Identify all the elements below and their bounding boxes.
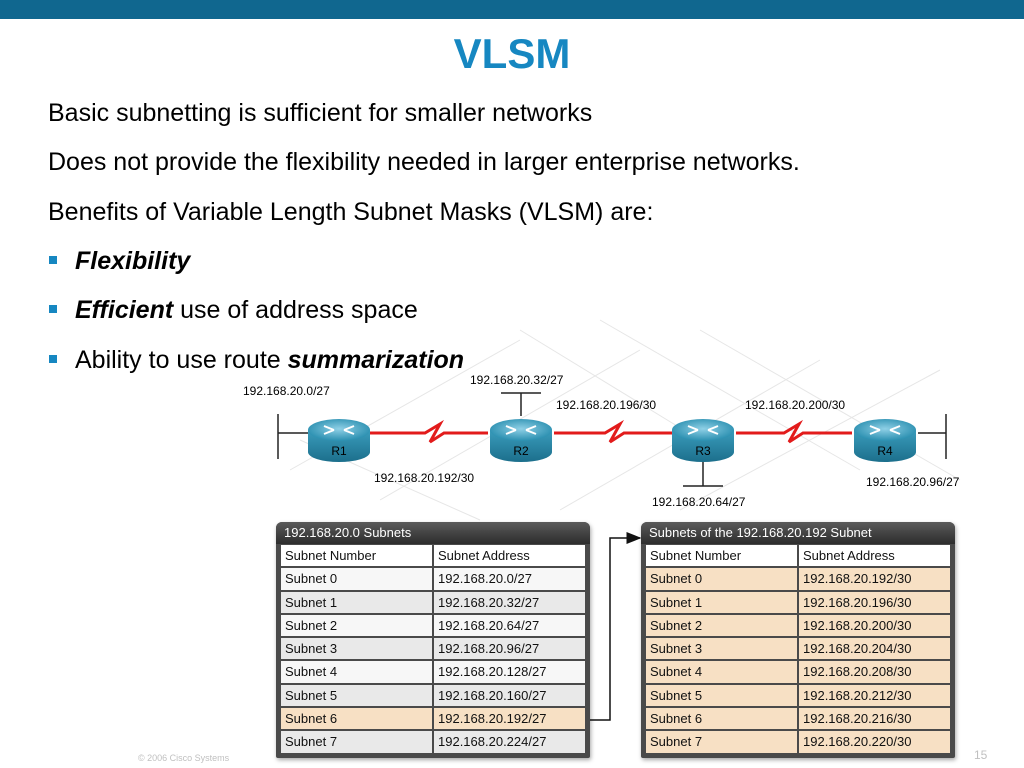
left-subnet-table: 192.168.20.0 Subnets Subnet Number Subne… (276, 522, 590, 758)
subnet-number: Subnet 5 (280, 683, 433, 708)
subnet-number: Subnet 6 (280, 707, 433, 731)
table-row: Subnet 1 192.168.20.32/27 (280, 590, 586, 614)
subnet-address: 192.168.20.224/27 (433, 730, 586, 754)
table-row: Subnet 3 192.168.20.204/30 (645, 637, 951, 661)
body-line-3: Benefits of Variable Length Subnet Masks… (48, 198, 654, 226)
subnet-number: Subnet 2 (280, 613, 433, 638)
bullet-text: use of address space (173, 296, 418, 324)
router-label-r4: R4 (877, 444, 893, 458)
bullet-emphasis: Efficient (75, 296, 174, 324)
bullet-emphasis: summarization (287, 346, 465, 374)
subnet-address: 192.168.20.196/30 (798, 590, 951, 614)
table-row: Subnet 4 192.168.20.208/30 (645, 660, 951, 684)
label-r4-lan: 192.168.20.96/27 (866, 475, 960, 489)
subnet-expansion-arrow (584, 532, 642, 721)
subnet-address: 192.168.20.192/27 (433, 707, 586, 731)
bullet-square-icon (49, 305, 57, 313)
table-row: Subnet 4 192.168.20.128/27 (280, 660, 586, 684)
table-row: Subnet 2 192.168.20.200/30 (645, 613, 951, 638)
table-row-highlighted: Subnet 6 192.168.20.192/27 (280, 707, 586, 731)
subnet-address: 192.168.20.204/30 (798, 637, 951, 661)
top-banner (0, 0, 1024, 19)
table-row: Subnet 7 192.168.20.224/27 (280, 730, 586, 754)
subnet-address: 192.168.20.128/27 (433, 660, 586, 684)
column-header: Subnet Address (433, 544, 586, 568)
subnet-number: Subnet 3 (280, 637, 433, 661)
body-line-2: Does not provide the flexibility needed … (48, 148, 800, 176)
subnet-number: Subnet 3 (645, 637, 798, 661)
router-r1 (308, 419, 370, 462)
table-row: Subnet 1 192.168.20.196/30 (645, 590, 951, 614)
bullet-text: Ability to use route (75, 346, 288, 374)
subnet-number: Subnet 0 (280, 567, 433, 591)
router-label-r2: R2 (513, 444, 529, 458)
subnet-address: 192.168.20.208/30 (798, 660, 951, 684)
label-r3-lan: 192.168.20.64/27 (652, 495, 746, 509)
subnet-number: Subnet 2 (645, 613, 798, 638)
slide-title: VLSM (453, 30, 571, 77)
lan-lines (277, 392, 947, 487)
subnet-address: 192.168.20.32/27 (433, 590, 586, 614)
router-r3 (672, 419, 734, 462)
router-label-r1: R1 (331, 444, 347, 458)
table-header-row: Subnet Number Subnet Address (280, 544, 586, 568)
label-r1-lan: 192.168.20.0/27 (243, 384, 330, 398)
table-header-row: Subnet Number Subnet Address (645, 544, 951, 568)
label-r2-r3-link: 192.168.20.196/30 (556, 398, 656, 412)
right-subnet-table: Subnets of the 192.168.20.192 Subnet Sub… (641, 522, 955, 758)
table-row: Subnet 6 192.168.20.216/30 (645, 707, 951, 731)
body-line-1: Basic subnetting is sufficient for small… (48, 99, 593, 127)
column-header: Subnet Number (280, 544, 433, 568)
table-row: Subnet 0 192.168.20.192/30 (645, 567, 951, 591)
bullet-square-icon (49, 256, 57, 264)
bullet-emphasis: Flexibility (75, 247, 191, 275)
table-row: Subnet 0 192.168.20.0/27 (280, 567, 586, 591)
column-header: Subnet Address (798, 544, 951, 568)
footer-copyright: © 2006 Cisco Systems (138, 753, 230, 763)
label-r2-lan: 192.168.20.32/27 (470, 373, 564, 387)
label-r3-r4-link: 192.168.20.200/30 (745, 398, 845, 412)
router-label-r3: R3 (695, 444, 711, 458)
subnet-number: Subnet 4 (645, 660, 798, 684)
subnet-address: 192.168.20.0/27 (433, 567, 586, 591)
table-row: Subnet 7 192.168.20.220/30 (645, 730, 951, 754)
subnet-address: 192.168.20.160/27 (433, 683, 586, 708)
table-row: Subnet 3 192.168.20.96/27 (280, 637, 586, 661)
table-row: Subnet 5 192.168.20.212/30 (645, 683, 951, 708)
page-number: 15 (974, 748, 988, 762)
table-title: 192.168.20.0 Subnets (276, 522, 590, 544)
subnet-number: Subnet 0 (645, 567, 798, 591)
bullet-square-icon (49, 355, 57, 363)
subnet-address: 192.168.20.200/30 (798, 613, 951, 638)
subnet-number: Subnet 1 (645, 590, 798, 614)
column-header: Subnet Number (645, 544, 798, 568)
router-r2 (490, 419, 552, 462)
subnet-number: Subnet 1 (280, 590, 433, 614)
subnet-number: Subnet 7 (280, 730, 433, 754)
subnet-address: 192.168.20.192/30 (798, 567, 951, 591)
subnet-address: 192.168.20.96/27 (433, 637, 586, 661)
table-title: Subnets of the 192.168.20.192 Subnet (641, 522, 955, 544)
background-grid (289, 319, 961, 521)
subnet-number: Subnet 6 (645, 707, 798, 731)
subnet-number: Subnet 5 (645, 683, 798, 708)
subnet-address: 192.168.20.216/30 (798, 707, 951, 731)
subnet-number: Subnet 7 (645, 730, 798, 754)
table-row: Subnet 2 192.168.20.64/27 (280, 613, 586, 638)
subnet-address: 192.168.20.220/30 (798, 730, 951, 754)
label-r1-r2-link: 192.168.20.192/30 (374, 471, 474, 485)
subnet-address: 192.168.20.212/30 (798, 683, 951, 708)
subnet-address: 192.168.20.64/27 (433, 613, 586, 638)
serial-links (370, 419, 852, 444)
router-r4 (854, 419, 916, 462)
table-row: Subnet 5 192.168.20.160/27 (280, 683, 586, 708)
subnet-number: Subnet 4 (280, 660, 433, 684)
